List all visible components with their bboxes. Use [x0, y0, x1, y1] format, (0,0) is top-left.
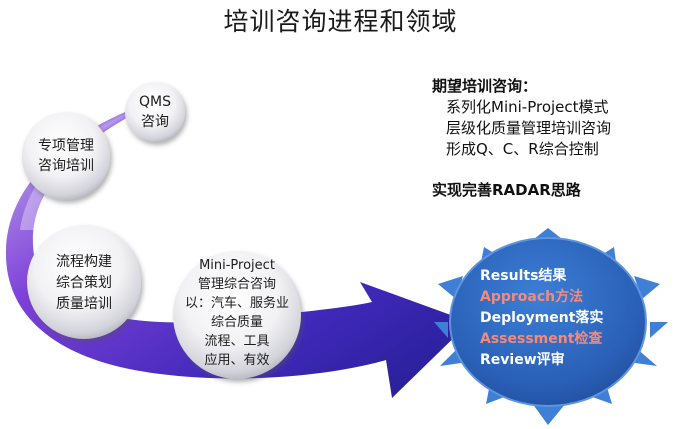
- qms-label: QMS 咨询: [139, 94, 171, 130]
- expectation-item: 形成Q、C、R综合控制: [446, 140, 599, 158]
- radar-heading: 实现完善RADAR思路: [432, 181, 581, 199]
- special-circle: [22, 112, 110, 200]
- qms-circle: [125, 82, 185, 142]
- radar-item-approach: Approach方法: [480, 289, 584, 305]
- process-label: 流程构建 综合策划 质量培训: [56, 254, 112, 312]
- radar-item-review: Review评审: [480, 352, 565, 368]
- expectation-item: 系列化Mini-Project模式: [446, 98, 609, 116]
- process-circle: [27, 225, 141, 339]
- expectation-item: 层级化质量管理培训咨询: [446, 119, 612, 137]
- radar-sun: [434, 228, 668, 425]
- special-label: 专项管理 咨询培训: [38, 138, 94, 174]
- mini-project-circle: [173, 251, 301, 379]
- radar-item-results: Results结果: [480, 268, 567, 284]
- mini-project-label: Mini-Project 管理综合咨询 以：汽车、服务业 综合质量 流程、工具 …: [184, 258, 289, 368]
- page-title: 培训咨询进程和领域: [223, 7, 458, 36]
- expectation-block: 期望培训咨询： 系列化Mini-Project模式 层级化质量管理培训咨询 形成…: [432, 76, 611, 160]
- expectation-heading: 期望培训咨询：: [432, 77, 538, 95]
- radar-item-deployment: Deployment落实: [480, 310, 604, 326]
- radar-item-assessment: Assessment检查: [480, 331, 603, 347]
- radar-list: Results结果 Approach方法 Deployment落实 Assess…: [480, 266, 650, 371]
